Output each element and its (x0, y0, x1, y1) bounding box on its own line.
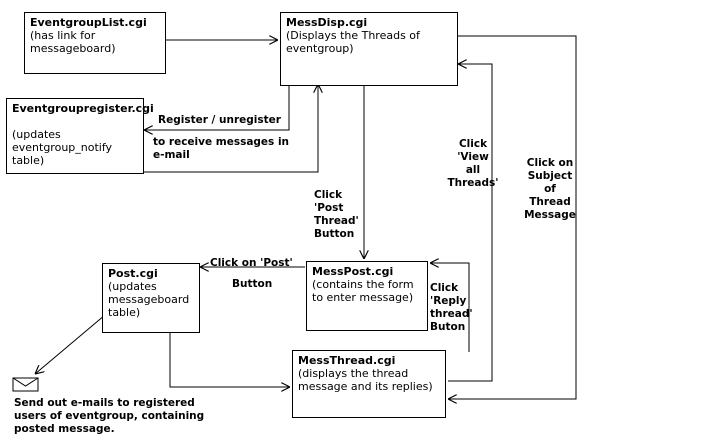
box-eventgroup-register: Eventgroupregister.cgi (updates eventgro… (6, 98, 154, 174)
box-post: Post.cgi (updates messageboard table) (102, 263, 200, 333)
label-text: Click (430, 282, 459, 294)
label-text: to receive messages in (153, 136, 290, 148)
label-button: Button (232, 278, 272, 291)
label-text: Subject (527, 170, 573, 182)
box-mess-thread: MessThread.cgi (displays the thread mess… (292, 350, 446, 418)
arrow-post-to-envelope (35, 314, 106, 374)
arrow-messthread-to-messpost (430, 263, 470, 352)
box-title: MessDisp.cgi (286, 16, 368, 29)
box-mess-post: MessPost.cgi (contains the form to enter… (306, 261, 428, 331)
box-text: table) (12, 154, 45, 167)
box-title: Post.cgi (108, 267, 158, 280)
label-receive: to receive messages in e-mail (153, 136, 289, 162)
box-text: table) (108, 306, 141, 319)
box-title: MessPost.cgi (312, 265, 394, 278)
label-click-subject: Click on Subject of Thread Message (520, 157, 580, 222)
label-send-emails: Send out e-mails to registered users of … (14, 397, 204, 436)
label-text: of (544, 183, 556, 195)
label-text: Buton (430, 321, 466, 333)
box-text: eventgroup_notify (12, 141, 113, 154)
box-text: (updates (108, 280, 157, 293)
box-text: message and its replies) (298, 380, 433, 393)
label-text: all (465, 164, 481, 176)
arrow-messdisp-to-register (144, 86, 290, 130)
label-text: Register / unregister (158, 114, 281, 126)
label-click-view-all: Click 'View all Threads' (446, 138, 500, 190)
label-text: Send out e-mails to registered (14, 397, 195, 409)
box-title: MessThread.cgi (298, 354, 396, 367)
arrow-post-to-messthread (169, 333, 290, 387)
box-text: (has link for (30, 29, 96, 42)
label-text: e-mail (153, 149, 190, 161)
box-text (12, 115, 138, 128)
label-text: posted message. (14, 423, 115, 435)
box-text: to enter message) (312, 291, 414, 304)
box-text: (updates (12, 128, 61, 141)
label-text: thread' (430, 308, 473, 320)
box-title: Eventgroupregister.cgi (12, 102, 154, 115)
box-eventgroup-list: EventgroupList.cgi (has link for message… (24, 12, 166, 74)
label-text: Click on 'Post' (210, 257, 293, 269)
label-text: 'Post (314, 202, 344, 214)
label-text: 'Reply (430, 295, 467, 307)
arrow-messthread-to-messdisp (448, 64, 493, 382)
box-text: messageboard) (30, 42, 116, 55)
label-text: Button (232, 278, 273, 290)
label-text: Thread (529, 196, 571, 208)
label-register: Register / unregister (158, 114, 281, 127)
label-text: Click (314, 189, 343, 201)
label-text: Message (524, 209, 576, 221)
label-text: Threads' (447, 177, 499, 189)
label-click-post: Click on 'Post' (210, 257, 293, 270)
box-text: (contains the form (312, 278, 414, 291)
label-text: Click on (526, 157, 574, 169)
envelope-icon (12, 377, 39, 392)
box-text: messageboard (108, 293, 190, 306)
box-mess-disp: MessDisp.cgi (Displays the Threads of ev… (280, 12, 458, 86)
label-click-reply: Click 'Reply thread' Buton (430, 282, 473, 334)
label-text: 'View (457, 151, 489, 163)
label-text: Click (458, 138, 488, 150)
label-click-post-thread: Click 'Post Thread' Button (314, 189, 359, 241)
box-text: eventgroup) (286, 42, 354, 55)
label-text: users of eventgroup, containing (14, 410, 205, 422)
arrow-register-to-messdisp (144, 84, 318, 173)
box-title: EventgroupList.cgi (30, 16, 147, 29)
label-text: Thread' (314, 215, 359, 227)
label-text: Button (314, 228, 355, 240)
arrow-messdisp-to-messthread (448, 35, 577, 399)
box-text: (Displays the Threads of (286, 29, 420, 42)
box-text: (displays the thread (298, 367, 409, 380)
